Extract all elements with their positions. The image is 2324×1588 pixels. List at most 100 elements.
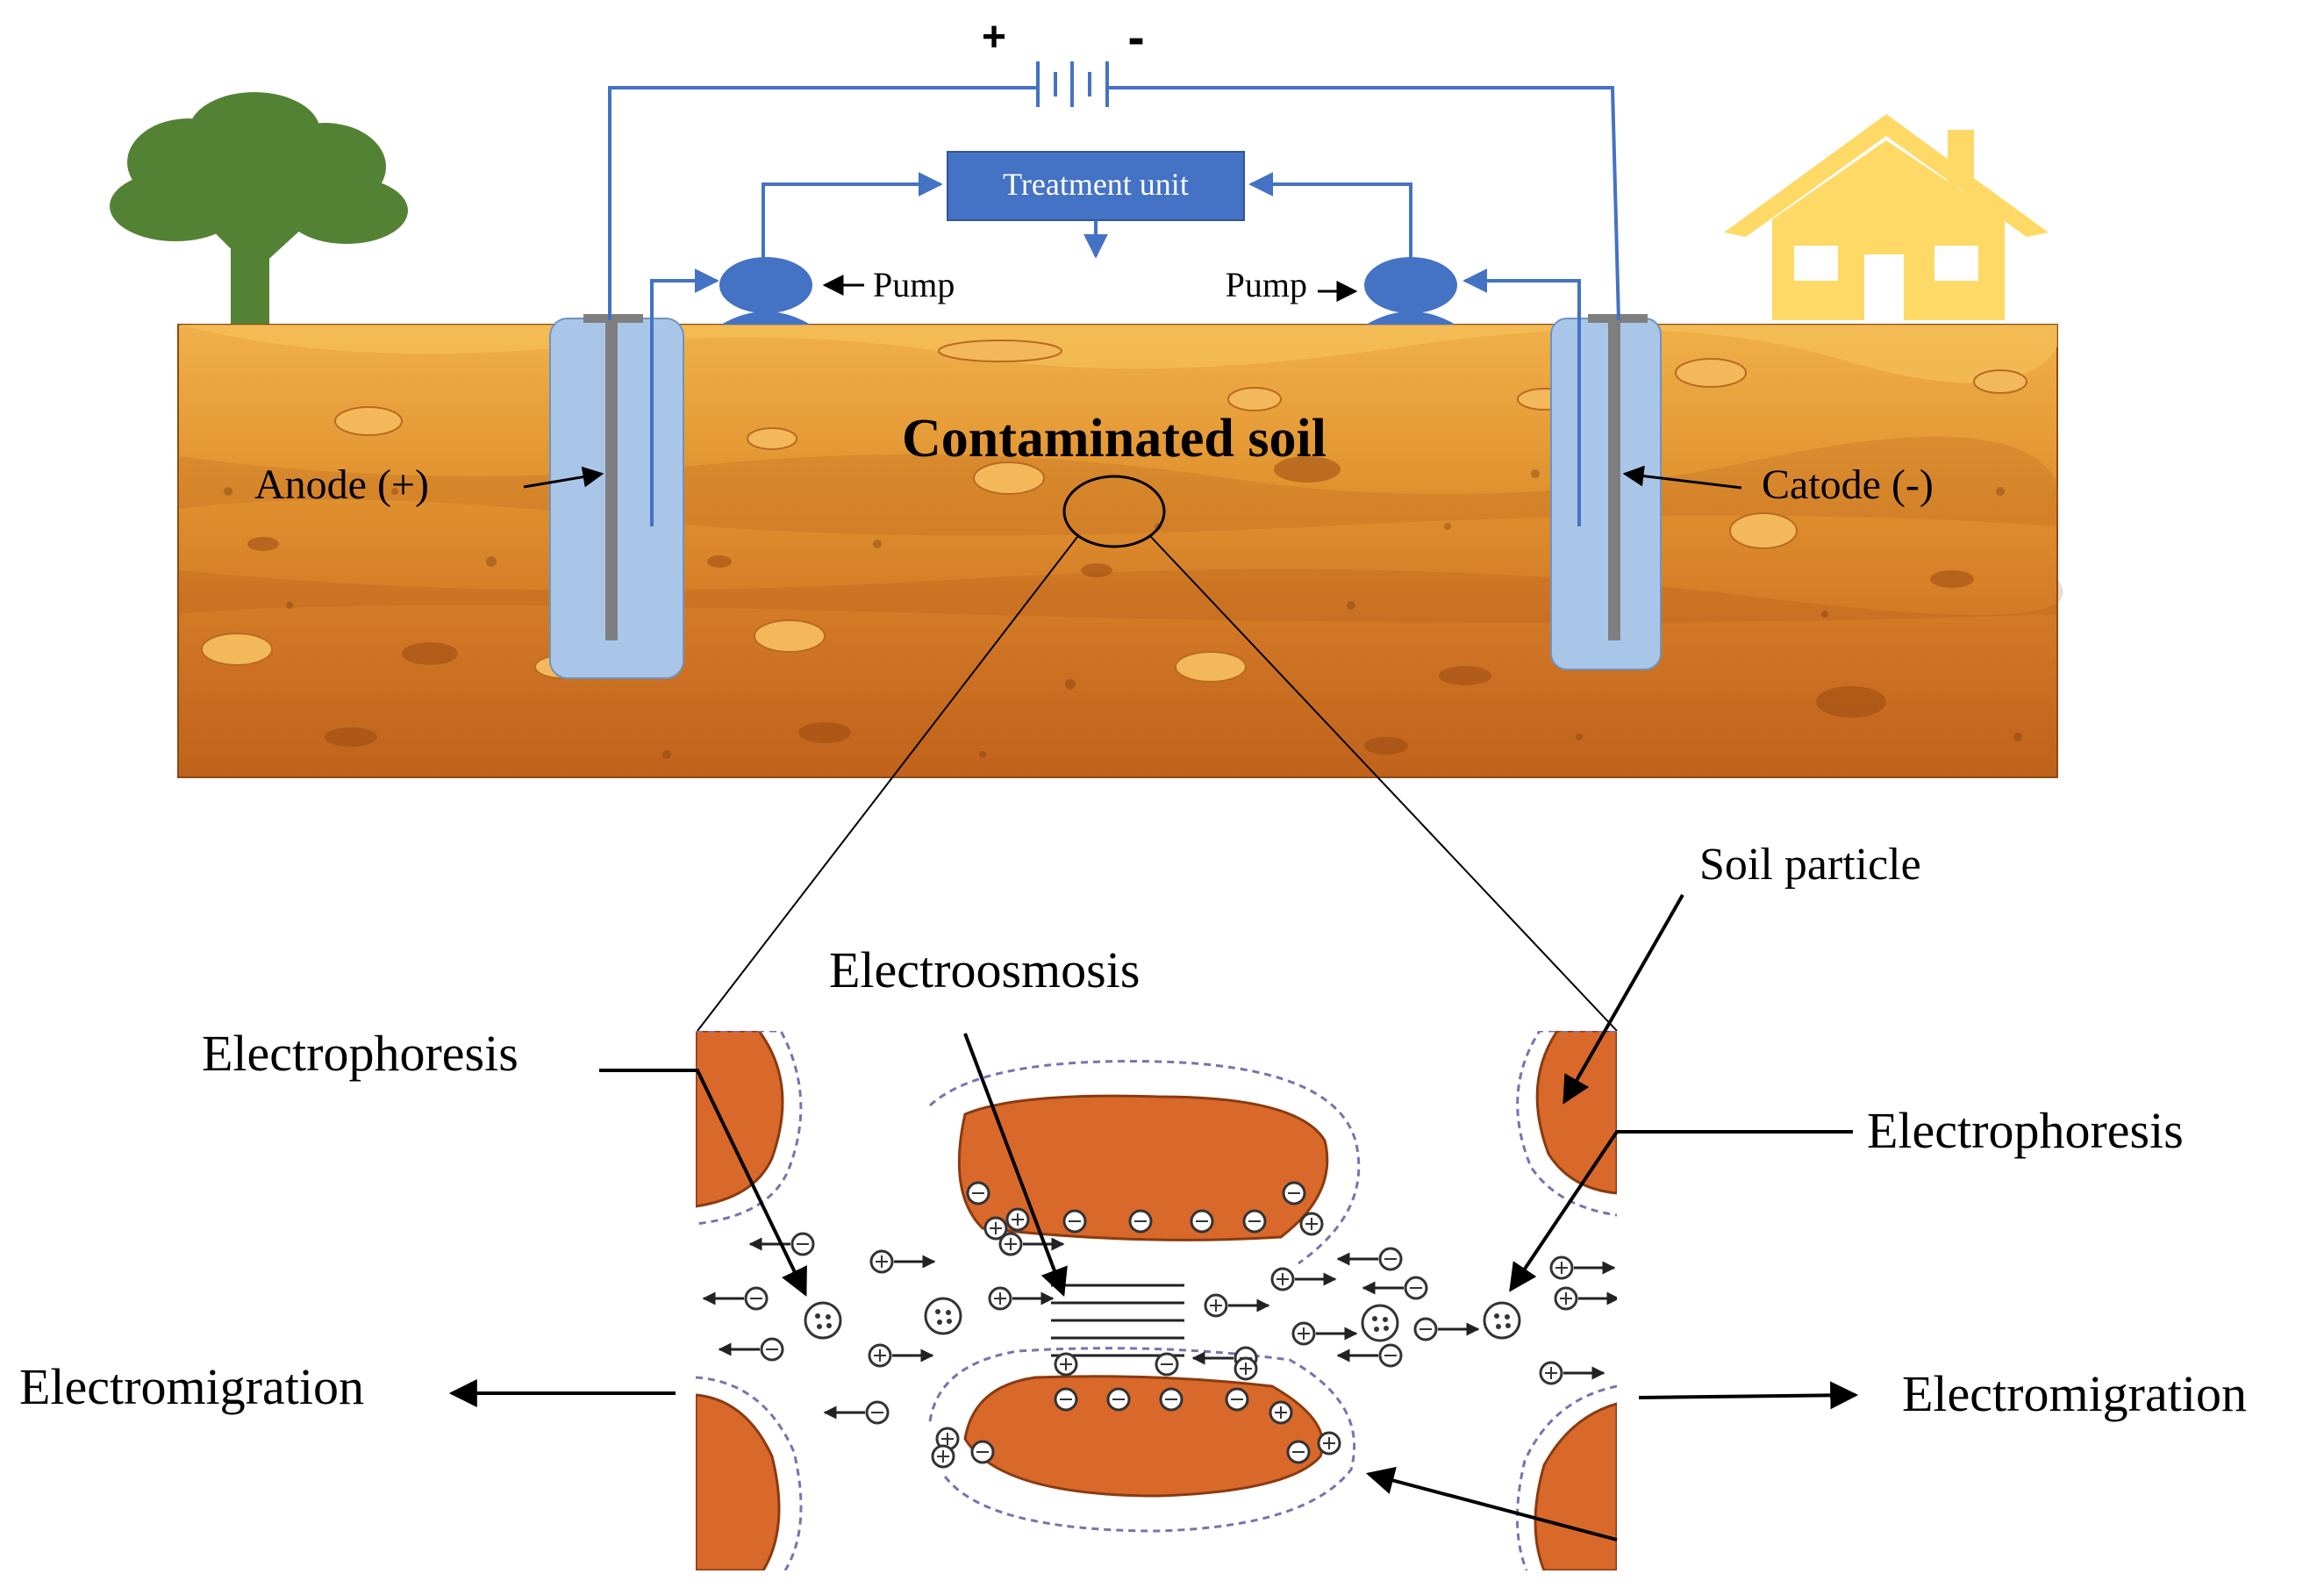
anion-marker [1413,1317,1480,1341]
cathode-label: Catode (-) [1762,461,1934,508]
colloid-particle [924,1297,962,1335]
treatment-unit: Treatment unit [947,151,1245,221]
battery-plus-sign: + [982,14,1006,61]
anode-electrode [605,320,618,640]
cation-marker [983,1216,1008,1241]
zoom-panel [696,1031,1617,1570]
right-pump-label: Pump [1226,265,1307,304]
anode-label: Anode (+) [254,461,429,508]
electromigration-left-label: Electromigration [19,1358,364,1415]
anion-marker [718,1337,784,1362]
contaminated-soil-title: Contaminated soil [902,409,1326,469]
electrophoresis-left-pointer [599,1069,807,1297]
colloid-dot [1372,1316,1377,1321]
cation-marker [868,1343,934,1368]
anion-marker [823,1400,890,1425]
cation-marker [935,1427,960,1451]
zoom-line-right [1150,536,1618,1032]
colloid-dot [1383,1317,1388,1322]
zoom-line-left [697,536,1078,1032]
colloid-particle [1361,1304,1399,1342]
ion-markers [702,1181,1617,1469]
left-pump-label: Pump [873,265,955,304]
electrophoresis-left-label: Electrophoresis [202,1025,518,1082]
electroosmosis-label: Electroosmosis [829,941,1140,998]
tree-icon [110,92,408,325]
cation-marker [1554,1286,1617,1311]
anion-marker [970,1440,995,1464]
cation-marker [988,1286,1055,1311]
electroosmosis-pointer [963,1033,1068,1297]
colloid-dot [1384,1326,1389,1331]
house-icon [1724,114,2049,320]
colloid-particle [804,1301,842,1340]
treatment-unit-label: Treatment unit [1003,167,1189,202]
colloid-dot [826,1314,831,1320]
cation-marker [931,1444,955,1469]
cation-marker [1054,1352,1078,1377]
anode-well [549,314,684,679]
anion-marker [1062,1209,1087,1234]
soil-particle-pointer [1562,894,1684,1105]
anion-marker [1155,1352,1179,1377]
cathode-well [1550,314,1662,670]
magnifier-circle [1062,475,1166,548]
colloid-dot [935,1309,940,1314]
cathode-pointer [1622,465,1742,490]
cation-marker [869,1249,936,1274]
anion-marker [1106,1387,1131,1412]
double-layer-pointer [1365,1466,1618,1542]
electrophoresis-right-label: Electrophoresis [1867,1102,2184,1159]
flow-pipes [650,172,1581,526]
cation-marker [1234,1356,1258,1381]
anion-marker [1336,1247,1403,1271]
colloid-dot [817,1324,822,1329]
cathode-electrode [1608,320,1620,640]
cation-marker [1549,1255,1616,1280]
anion-marker [1336,1343,1403,1368]
anion-marker [1159,1387,1183,1412]
colloid-dot [946,1310,951,1315]
electromigration-right-pointer [1638,1381,1859,1410]
anion-marker [966,1181,990,1205]
cation-marker [1299,1212,1324,1236]
cation-marker [1291,1321,1358,1346]
cation-marker [1005,1207,1030,1232]
anode-pointer [523,466,604,489]
soil-block [177,324,2063,778]
right-pump-icon [1364,257,1457,325]
colloid-dot [815,1313,820,1319]
colloid-dot [1494,1313,1499,1319]
cation-marker [1270,1267,1337,1291]
colloid-dot [1496,1324,1501,1329]
anion-marker [1054,1387,1078,1412]
circuit-wire [608,86,1620,321]
cation-marker [1539,1361,1605,1385]
colloid-dot [826,1323,832,1328]
cation-marker [1317,1431,1341,1456]
anion-marker [1242,1209,1267,1234]
colloid-particle [1483,1301,1521,1340]
anion-marker [1282,1181,1306,1205]
anion-marker [748,1232,815,1256]
colloid-dot [947,1319,952,1324]
battery-icon [1036,61,1109,107]
colloid-dot [937,1320,942,1325]
anion-marker [1225,1387,1249,1412]
colloid-dot [1505,1314,1510,1320]
electromigration-right-label: Electromigration [1902,1365,2247,1422]
cation-marker [1204,1293,1270,1318]
battery-minus-sign: - [1127,9,1144,66]
electrophoresis-right-pointer [1509,1130,1853,1292]
left-pump-icon [719,257,812,325]
colloid-dot [1505,1323,1511,1328]
cation-marker [998,1232,1065,1256]
anion-marker [702,1286,769,1311]
anion-marker [1286,1440,1311,1464]
anion-marker [1362,1276,1428,1300]
cation-marker [1269,1400,1293,1425]
colloid-dot [1374,1327,1379,1332]
soil-particle-label: Soil particle [1699,840,1921,890]
anion-marker [1190,1209,1214,1234]
